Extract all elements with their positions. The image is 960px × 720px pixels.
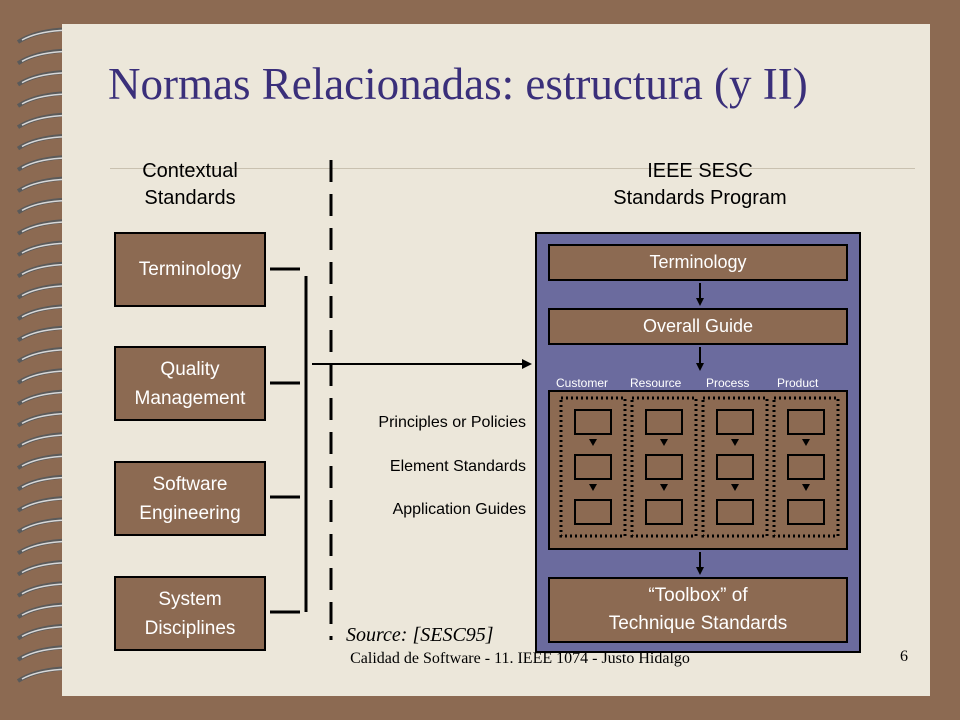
contextual-box-terminology: Terminology (114, 232, 266, 307)
level-label-principles: Principles or Policies (378, 414, 526, 431)
program-terminology-label: Terminology (649, 252, 747, 272)
element-arrow (589, 484, 597, 491)
column-label-product: Product (777, 376, 819, 390)
column-label-resource: Resource (630, 376, 682, 390)
toolbox-box: “Toolbox” of Technique Standards (548, 577, 848, 643)
element-arrow (660, 439, 668, 446)
page-number: 6 (900, 648, 908, 665)
contextual-box-label: Quality Management (134, 358, 246, 409)
element-arrow (589, 439, 597, 446)
source-citation: Source: [SESC95] (346, 624, 494, 646)
element-arrow (731, 439, 739, 446)
column-frame (630, 396, 698, 538)
contextual-box-label: Terminology (138, 259, 242, 280)
element-box (645, 454, 683, 480)
element-box (787, 454, 825, 480)
element-arrow (731, 484, 739, 491)
element-box (716, 454, 754, 480)
contextual-box-quality-management: Quality Management (114, 346, 266, 421)
contextual-box-system-disciplines: System Disciplines (114, 576, 266, 651)
element-arrow (660, 484, 668, 491)
column-frame (701, 396, 769, 538)
sesc-program-header: IEEE SESC Standards Program (613, 160, 787, 209)
element-column (559, 396, 627, 538)
element-box (787, 409, 825, 435)
level-label-element-standards: Element Standards (389, 458, 526, 475)
element-box (645, 409, 683, 435)
contextual-box-software-engineering: Software Engineering (114, 461, 266, 536)
element-box (787, 499, 825, 525)
element-column (630, 396, 698, 538)
level-label-application-guides: Application Guides (392, 501, 526, 518)
element-box (645, 499, 683, 525)
element-box (574, 409, 612, 435)
column-label-customer: Customer (556, 376, 609, 390)
element-box (574, 499, 612, 525)
contextual-box-label: System Disciplines (144, 588, 236, 639)
element-columns (559, 396, 840, 538)
contextual-box-label: Software Engineering (139, 473, 241, 524)
column-frame (772, 396, 840, 538)
element-box (716, 409, 754, 435)
column-frame (559, 396, 627, 538)
element-arrow (802, 439, 810, 446)
footer-text: Calidad de Software - 11. IEEE 1074 - Ju… (350, 650, 690, 667)
overall-guide-box: Overall Guide (548, 308, 848, 345)
overall-guide-label: Overall Guide (642, 316, 754, 336)
element-box (574, 454, 612, 480)
element-column (701, 396, 769, 538)
slide-title: Normas Relacionadas: estructura (y II) (108, 59, 808, 109)
bracket-lines (270, 267, 308, 614)
column-label-process: Process (706, 376, 750, 390)
contextual-standards-header: Contextual Standards (142, 160, 238, 209)
program-terminology-box: Terminology (548, 244, 848, 281)
element-column (772, 396, 840, 538)
title-divider (110, 168, 915, 169)
element-box (716, 499, 754, 525)
element-arrow (802, 484, 810, 491)
toolbox-label: “Toolbox” of Technique Standards (608, 585, 788, 634)
